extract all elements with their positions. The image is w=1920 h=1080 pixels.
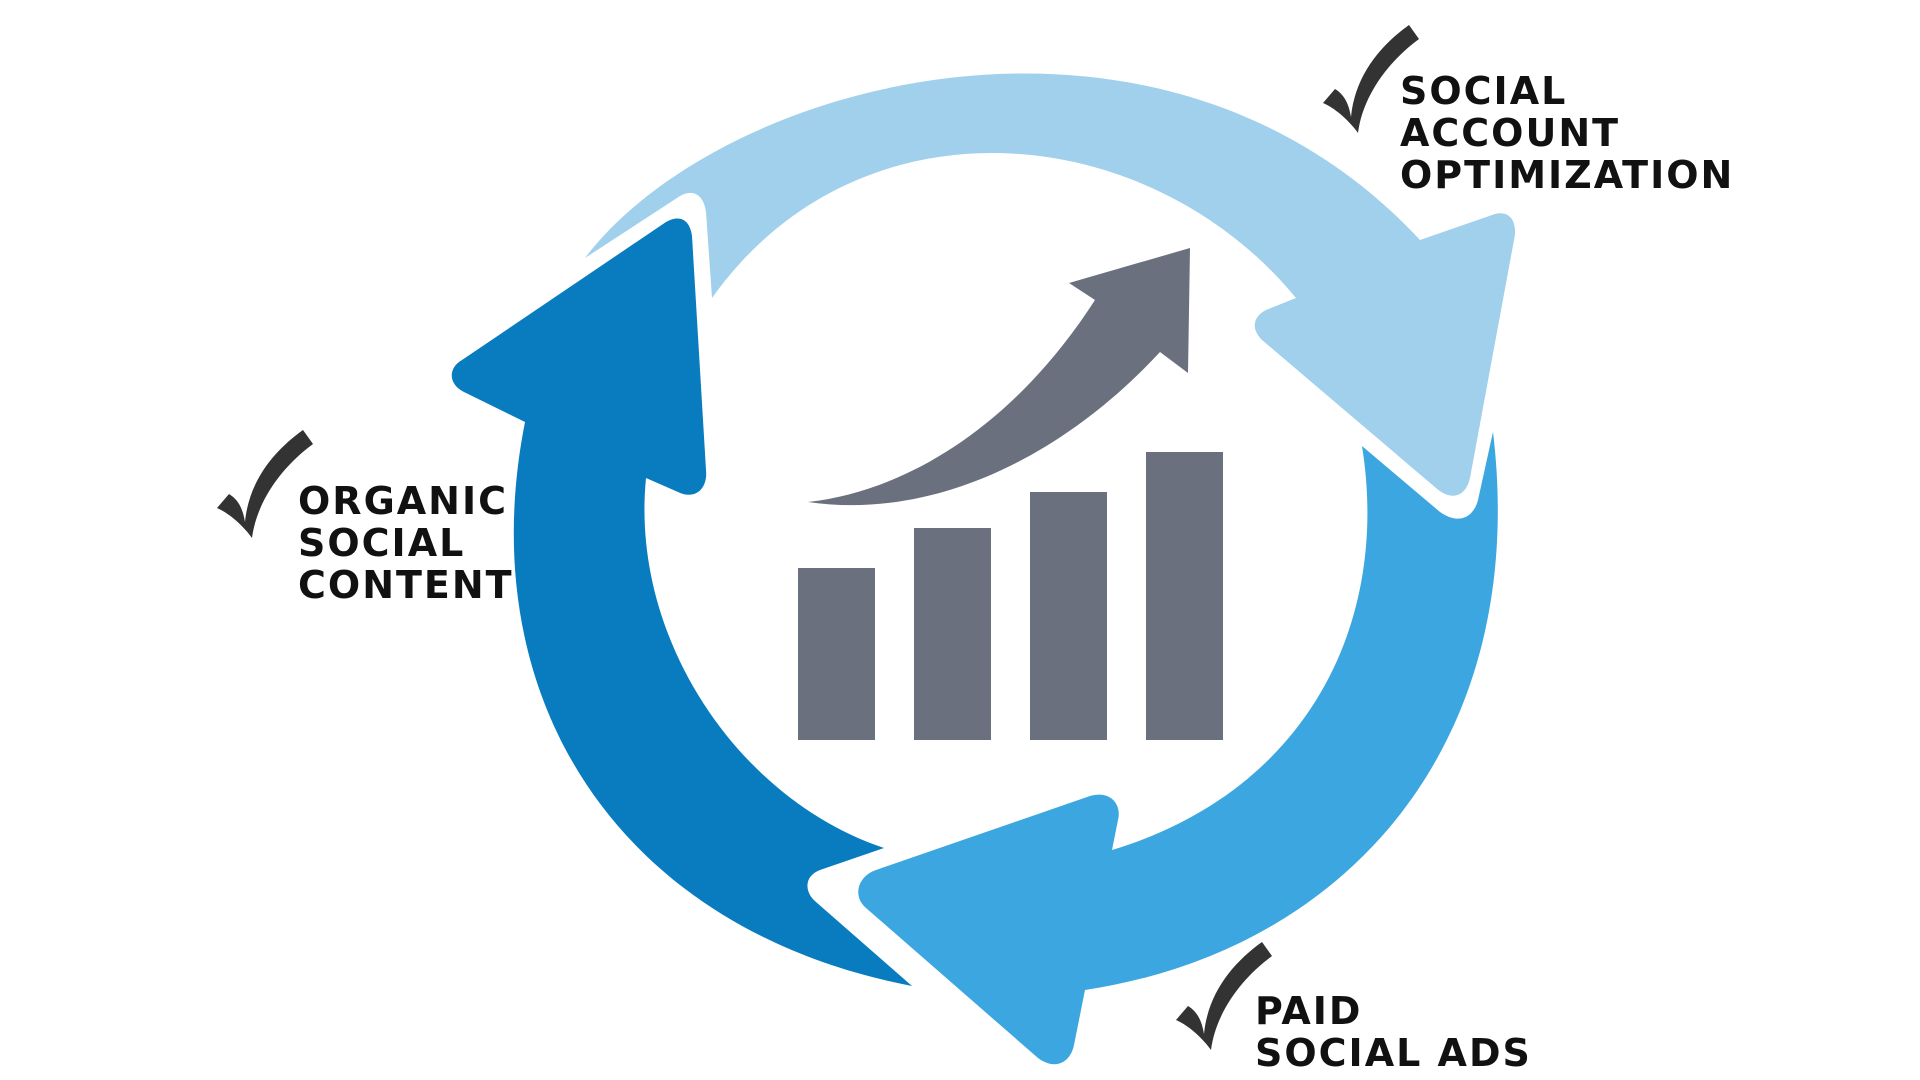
label-line: OPTIMIZATION bbox=[1400, 153, 1735, 197]
label-line: CONTENT bbox=[298, 563, 514, 607]
checkmark-icon bbox=[1176, 942, 1272, 1050]
growth-bar bbox=[798, 568, 875, 740]
growth-bar bbox=[914, 528, 991, 740]
cycle-arrow-social-account-optimization bbox=[585, 73, 1516, 496]
label-line: SOCIAL ADS bbox=[1255, 1031, 1532, 1075]
trend-arrow-icon bbox=[808, 248, 1190, 506]
cycle-arrow-organic-social-content bbox=[451, 218, 912, 986]
label-line: SOCIAL bbox=[298, 521, 466, 565]
cycle-arrow-paid-social-ads bbox=[858, 432, 1498, 1065]
checkmark-icon bbox=[217, 430, 313, 538]
label-organic-social-content: ORGANIC SOCIAL CONTENT bbox=[298, 480, 514, 606]
label-line: ORGANIC bbox=[298, 479, 508, 523]
growth-bar-chart bbox=[798, 452, 1223, 740]
label-line: ACCOUNT bbox=[1400, 111, 1621, 155]
growth-bar bbox=[1030, 492, 1107, 740]
checkmark-icon bbox=[1323, 25, 1419, 133]
growth-bar bbox=[1146, 452, 1223, 740]
label-paid-social-ads: PAID SOCIAL ADS bbox=[1255, 990, 1532, 1074]
label-line: SOCIAL bbox=[1400, 69, 1568, 113]
label-line: PAID bbox=[1255, 989, 1363, 1033]
label-social-account-optimization: SOCIAL ACCOUNT OPTIMIZATION bbox=[1400, 70, 1734, 196]
